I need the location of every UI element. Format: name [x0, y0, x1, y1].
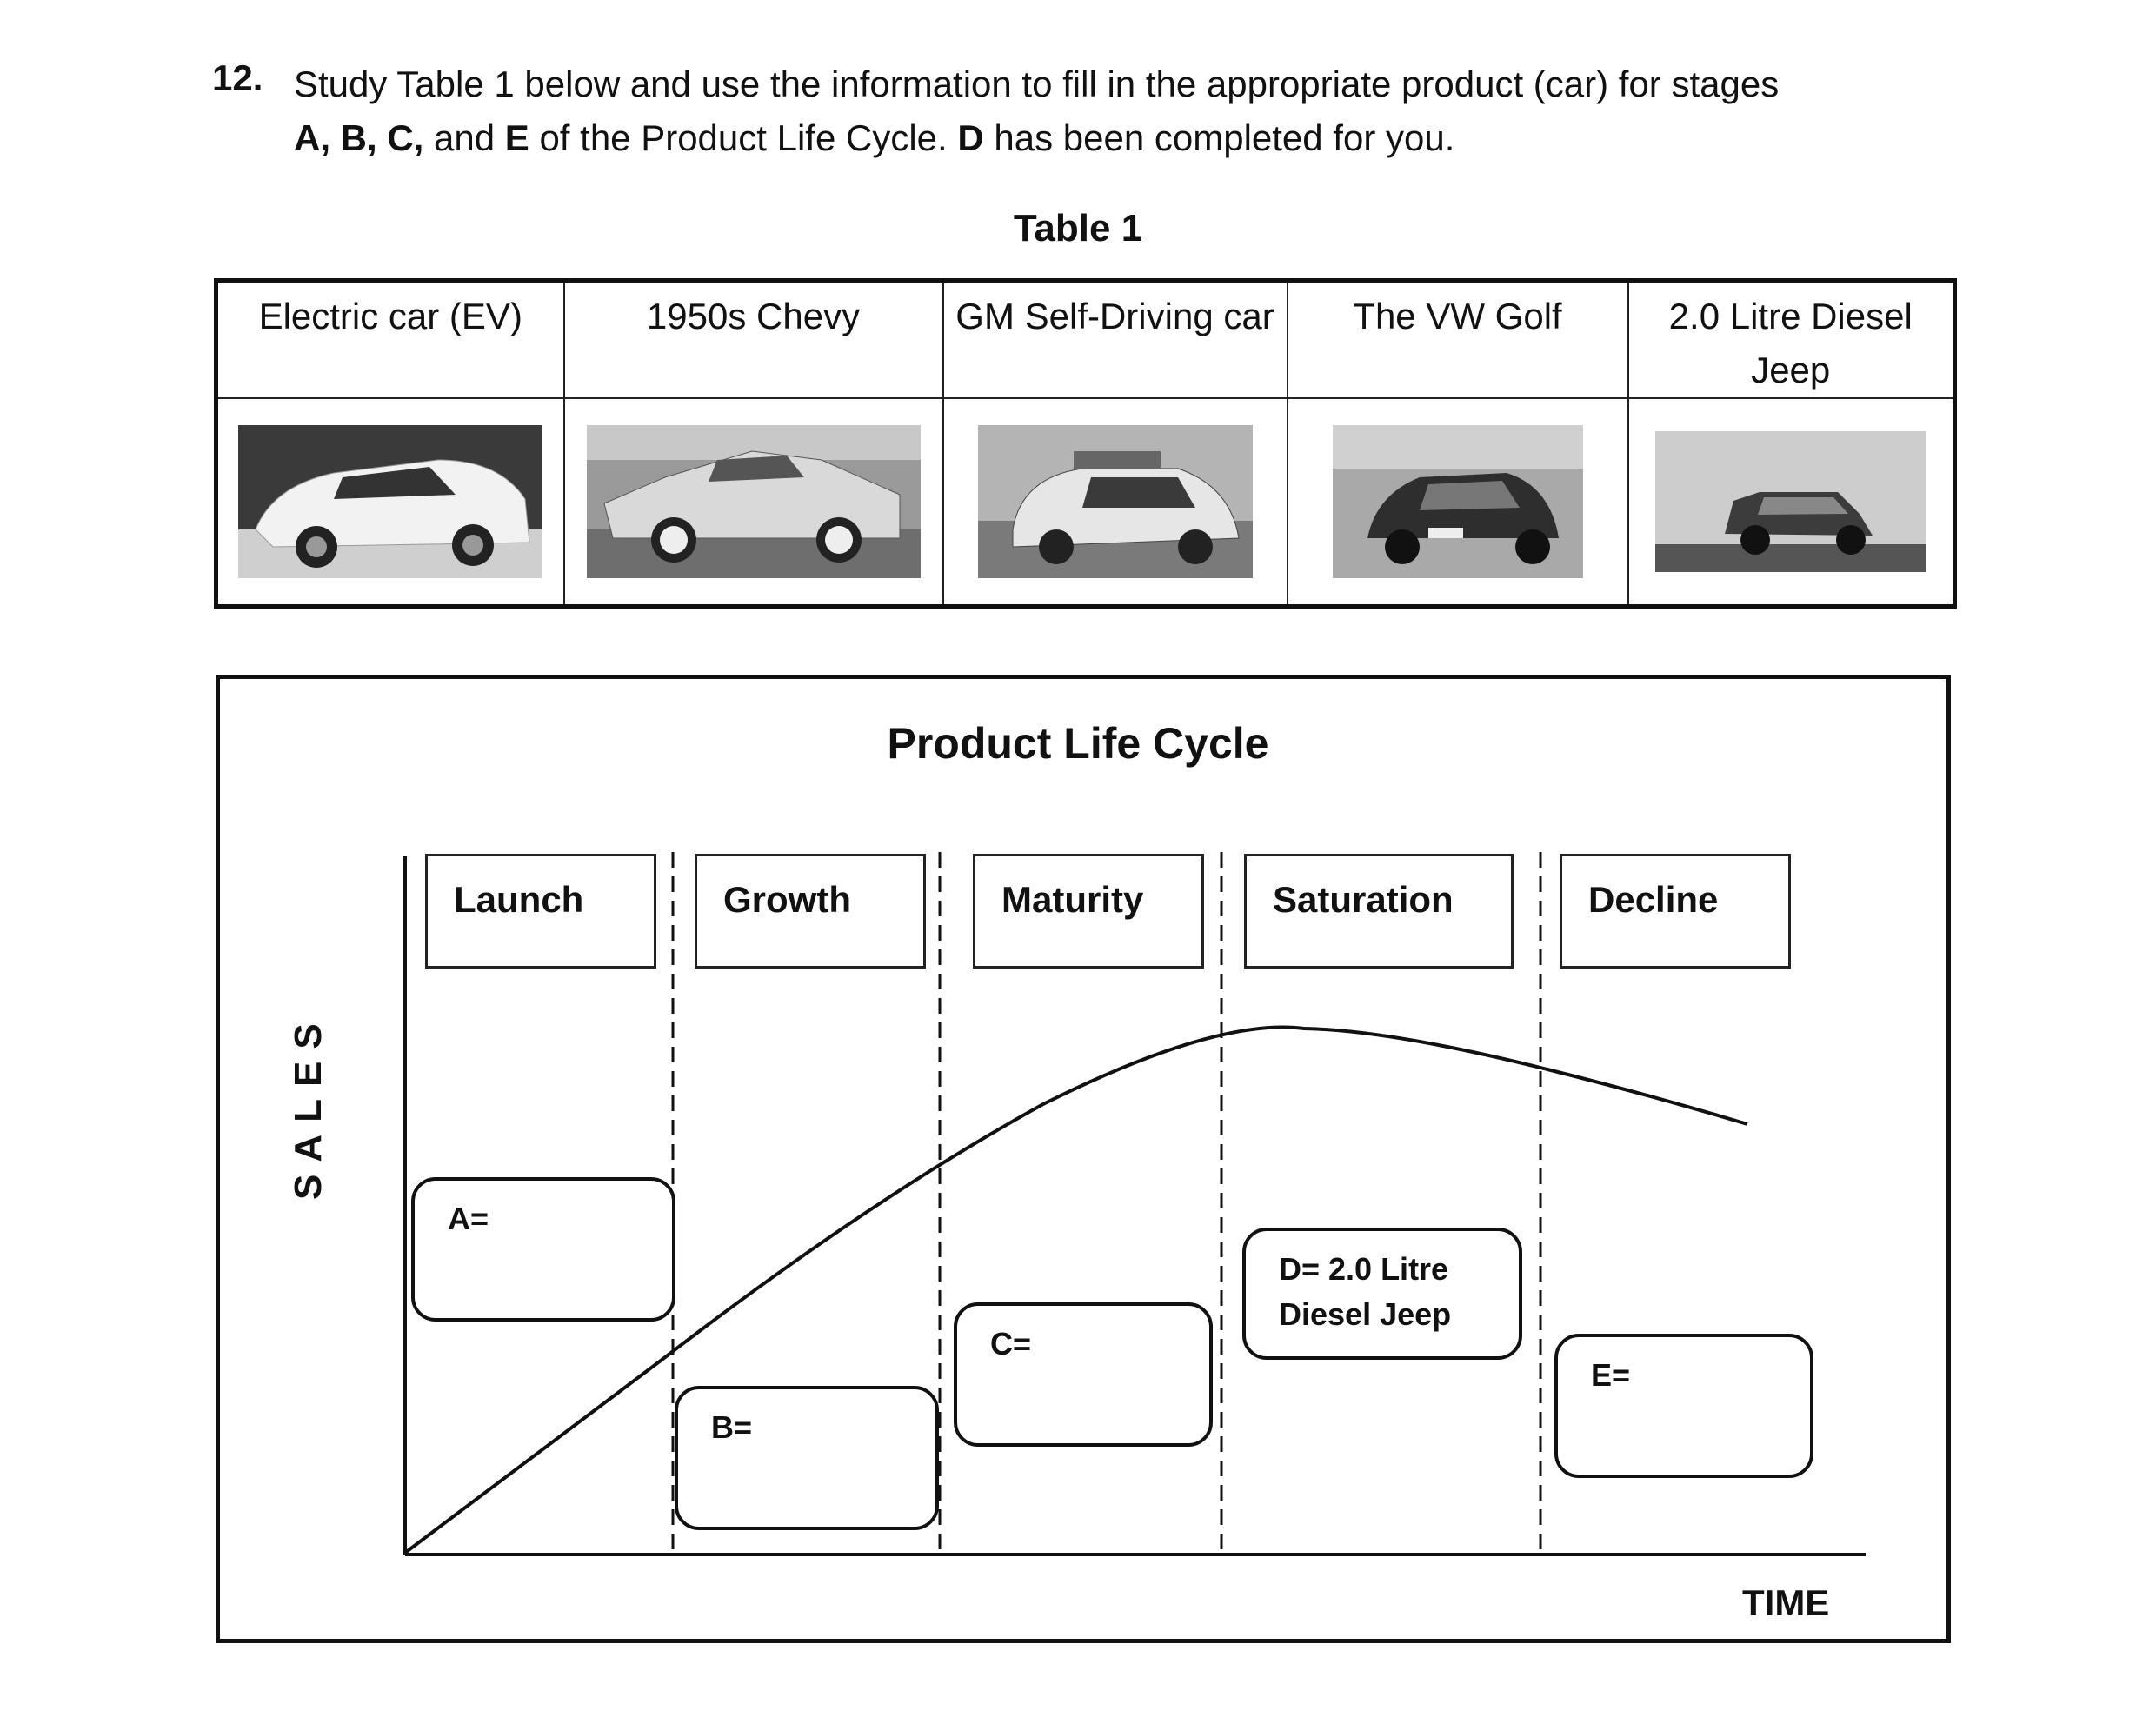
car-name-self-driving: GM Self-Driving car: [942, 279, 1288, 399]
car-name-golf: The VW Golf: [1286, 279, 1629, 399]
answer-label-b: B=: [711, 1409, 753, 1445]
car-image-cell: [942, 397, 1288, 608]
y-axis-label: SALES: [287, 1011, 329, 1200]
answer-label-e: E=: [1591, 1357, 1631, 1393]
car-image-cell: [562, 397, 944, 608]
question-line-1: Study Table 1 below and use the informat…: [294, 63, 1780, 104]
vw-golf-photo: [1332, 425, 1583, 578]
question-text: Study Table 1 below and use the informat…: [294, 57, 1980, 165]
jeep-photo: [1654, 431, 1926, 572]
self-driving-car-photo: [977, 425, 1253, 578]
stage-launch: Launch: [425, 854, 656, 969]
car-image-cell: [1286, 397, 1629, 608]
car-name-jeep: 2.0 Litre Diesel Jeep: [1627, 279, 1956, 399]
chevy-photo: [586, 425, 921, 578]
answer-box-b[interactable]: B=: [675, 1386, 939, 1530]
question-line-2: A, B, C, and E of the Product Life Cycle…: [294, 117, 1455, 158]
car-image-cell: [1627, 397, 1956, 608]
answer-value-d: Diesel Jeep: [1279, 1296, 1452, 1332]
answer-box-a[interactable]: A=: [411, 1177, 675, 1322]
stage-saturation: Saturation: [1244, 854, 1514, 969]
answer-box-e[interactable]: E=: [1554, 1334, 1813, 1478]
answer-label-d: D= 2.0 Litre: [1279, 1251, 1449, 1287]
answer-box-d: D= 2.0 Litre Diesel Jeep: [1242, 1228, 1522, 1360]
x-axis-label: TIME: [1742, 1582, 1830, 1623]
car-name-ev: Electric car (EV): [215, 279, 565, 399]
electric-car-photo: [238, 425, 543, 578]
stage-growth: Growth: [695, 854, 926, 969]
stage-decline: Decline: [1560, 854, 1791, 969]
product-life-cycle-frame: [216, 675, 1951, 1643]
car-image-cell: [215, 397, 565, 608]
table-title: Table 1: [1013, 207, 1143, 250]
diagram-title: Product Life Cycle: [887, 719, 1269, 768]
answer-box-c[interactable]: C=: [954, 1302, 1213, 1447]
car-name-chevy: 1950s Chevy: [562, 279, 944, 399]
answer-label-a: A=: [448, 1201, 489, 1236]
sales-curve: [403, 1025, 1748, 1555]
car-table: Electric car (EV) 1950s Chevy GM Self-Dr…: [214, 278, 1957, 609]
question-number: 12.: [212, 57, 263, 98]
answer-label-c: C=: [990, 1326, 1032, 1361]
stage-maturity: Maturity: [973, 854, 1204, 969]
